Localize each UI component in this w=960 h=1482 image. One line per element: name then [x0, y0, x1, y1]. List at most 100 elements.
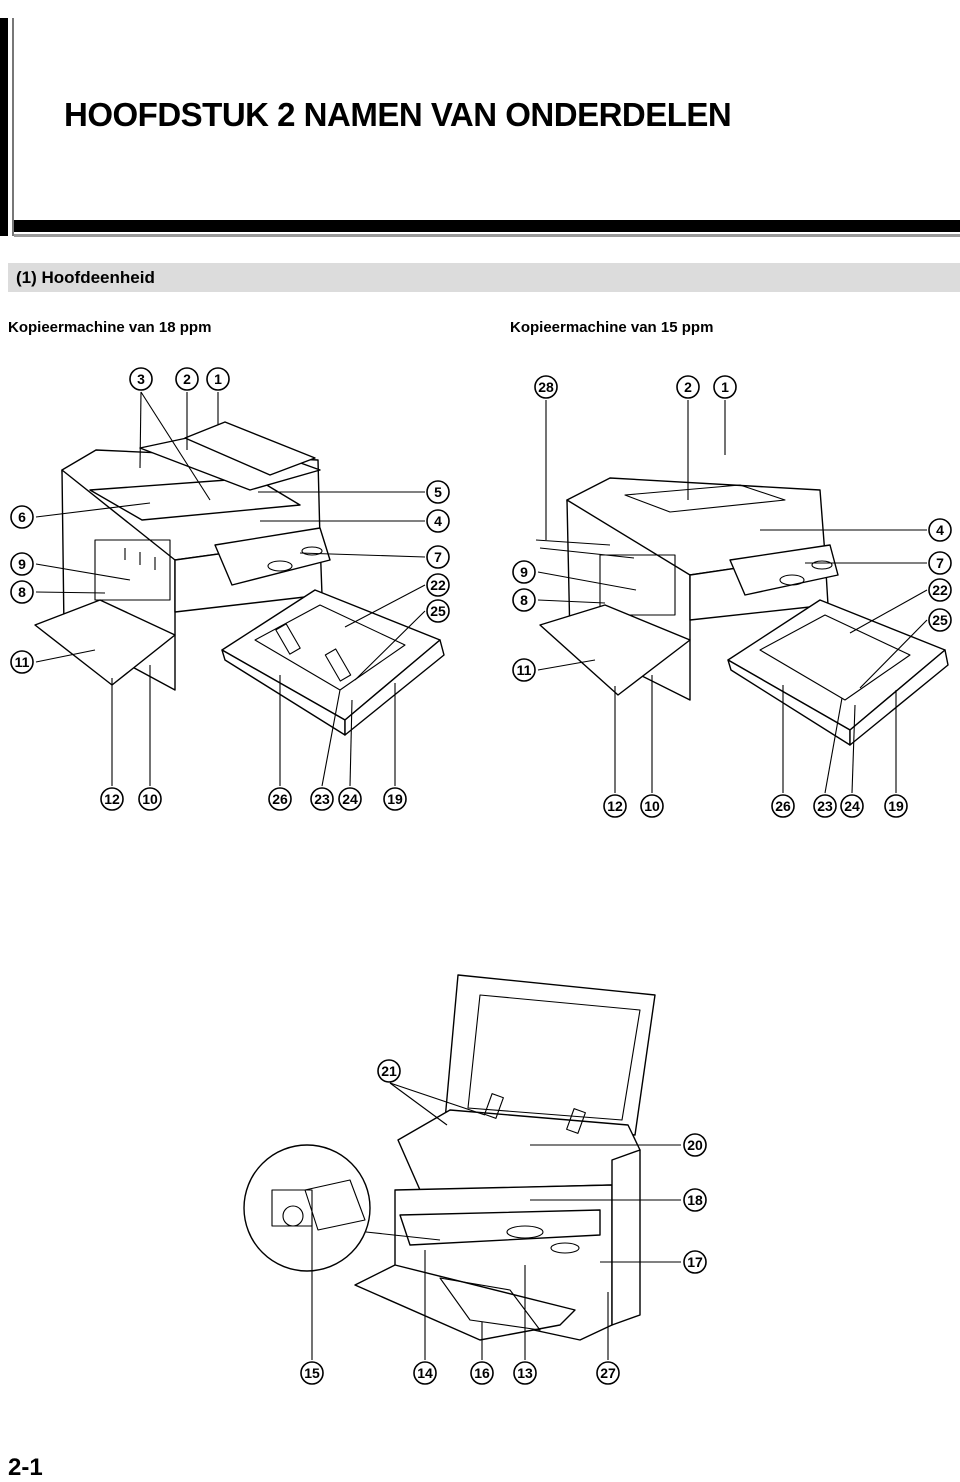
callout-b4: 4	[928, 518, 952, 542]
callout-b9: 9	[512, 560, 536, 584]
svg-text:8: 8	[18, 584, 26, 600]
svg-text:18: 18	[687, 1192, 703, 1208]
callout-b22: 22	[928, 578, 952, 602]
svg-text:24: 24	[342, 791, 358, 807]
callout-b19: 19	[884, 794, 908, 818]
callout-c16: 16	[470, 1361, 494, 1385]
svg-text:25: 25	[932, 612, 948, 628]
svg-text:23: 23	[817, 798, 833, 814]
callout-a1: 1	[206, 367, 230, 391]
callout-b25: 25	[928, 608, 952, 632]
svg-text:26: 26	[775, 798, 791, 814]
section-heading-bar: (1) Hoofdeenheid	[8, 263, 960, 292]
callout-a3: 3	[129, 367, 153, 391]
callout-b7: 7	[928, 551, 952, 575]
svg-text:14: 14	[417, 1365, 433, 1381]
callout-b23: 23	[813, 794, 837, 818]
callout-c27: 27	[596, 1361, 620, 1385]
svg-text:2: 2	[183, 371, 191, 387]
copier-15ppm-illustration	[535, 477, 949, 746]
callout-c21: 21	[377, 1059, 401, 1083]
header-rule	[14, 220, 960, 232]
chapter-title: HOOFDSTUK 2 NAMEN VAN ONDERDELEN	[64, 96, 732, 133]
svg-text:12: 12	[607, 798, 623, 814]
callout-a6: 6	[10, 505, 34, 529]
copier-18ppm-illustration	[34, 421, 445, 736]
callout-a22: 22	[426, 573, 450, 597]
svg-text:13: 13	[517, 1365, 533, 1381]
callout-a19: 19	[383, 787, 407, 811]
callout-a7: 7	[426, 545, 450, 569]
svg-text:24: 24	[844, 798, 860, 814]
callout-a12: 12	[100, 787, 124, 811]
svg-text:1: 1	[214, 371, 222, 387]
svg-text:2: 2	[684, 379, 692, 395]
svg-text:22: 22	[932, 582, 948, 598]
copier-open-view-illustration	[243, 974, 656, 1341]
svg-text:9: 9	[520, 564, 528, 580]
svg-text:12: 12	[104, 791, 120, 807]
callout-a26: 26	[268, 787, 292, 811]
svg-text:15: 15	[304, 1365, 320, 1381]
callout-b2: 2	[676, 375, 700, 399]
callout-a4: 4	[426, 509, 450, 533]
svg-text:21: 21	[381, 1063, 397, 1079]
svg-text:10: 10	[142, 791, 158, 807]
callout-b28: 28	[534, 375, 558, 399]
svg-text:7: 7	[434, 549, 442, 565]
callout-b1: 1	[713, 375, 737, 399]
callout-a2: 2	[175, 367, 199, 391]
svg-text:22: 22	[430, 577, 446, 593]
callout-a23: 23	[310, 787, 334, 811]
callout-b24: 24	[840, 794, 864, 818]
svg-text:26: 26	[272, 791, 288, 807]
page-number: 2-1	[8, 1454, 43, 1481]
svg-text:11: 11	[517, 662, 532, 678]
svg-text:5: 5	[434, 484, 442, 500]
svg-text:4: 4	[434, 513, 442, 529]
callout-c13: 13	[513, 1361, 537, 1385]
right-figure-caption: Kopieermachine van 15 ppm	[510, 319, 714, 336]
callout-b8: 8	[512, 588, 536, 612]
callout-b26: 26	[771, 794, 795, 818]
callout-a10: 10	[138, 787, 162, 811]
header-rule-shadow	[14, 234, 960, 237]
svg-text:1: 1	[721, 379, 729, 395]
callout-a9: 9	[10, 552, 34, 576]
callout-c18: 18	[683, 1188, 707, 1212]
svg-text:19: 19	[387, 791, 403, 807]
svg-text:3: 3	[137, 371, 145, 387]
callout-c14: 14	[413, 1361, 437, 1385]
callout-a24: 24	[338, 787, 362, 811]
svg-text:6: 6	[18, 509, 26, 525]
section-title: (1) Hoofdeenheid	[16, 268, 155, 287]
callout-a25: 25	[426, 599, 450, 623]
svg-text:11: 11	[15, 654, 30, 670]
left-figure-caption: Kopieermachine van 18 ppm	[8, 319, 212, 336]
leader-lines	[35, 391, 928, 1360]
svg-text:28: 28	[538, 379, 554, 395]
svg-text:27: 27	[600, 1365, 616, 1381]
svg-text:4: 4	[936, 522, 944, 538]
callout-b10: 10	[640, 794, 664, 818]
svg-text:10: 10	[644, 798, 660, 814]
callout-c20: 20	[683, 1133, 707, 1157]
callout-b11: 11	[512, 658, 536, 682]
callout-c15: 15	[300, 1361, 324, 1385]
svg-text:17: 17	[687, 1254, 703, 1270]
callout-a11: 11	[10, 650, 34, 674]
svg-text:20: 20	[687, 1137, 703, 1153]
svg-text:8: 8	[520, 592, 528, 608]
left-rule	[0, 18, 8, 236]
callout-a5: 5	[426, 480, 450, 504]
svg-text:19: 19	[888, 798, 904, 814]
left-rule-shadow	[12, 18, 14, 236]
callout-b12: 12	[603, 794, 627, 818]
svg-text:23: 23	[314, 791, 330, 807]
svg-text:7: 7	[936, 555, 944, 571]
svg-text:16: 16	[474, 1365, 490, 1381]
svg-text:25: 25	[430, 603, 446, 619]
svg-text:9: 9	[18, 556, 26, 572]
callout-a8: 8	[10, 580, 34, 604]
